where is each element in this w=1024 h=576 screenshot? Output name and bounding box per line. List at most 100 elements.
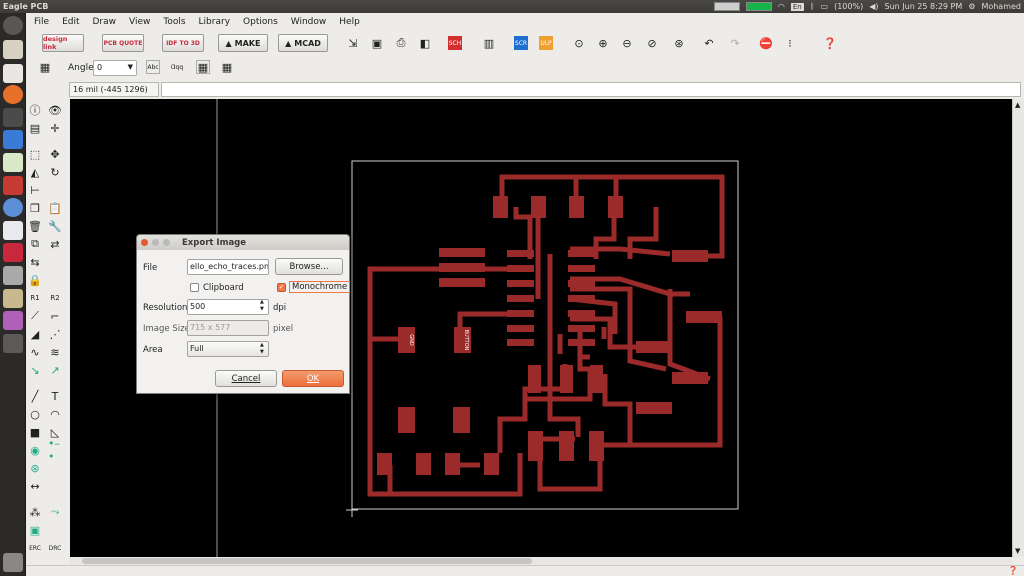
circle-icon[interactable]: ○ bbox=[30, 407, 40, 421]
idf-to-3d-button[interactable]: IDF TO 3D bbox=[162, 34, 204, 52]
command-input[interactable] bbox=[161, 82, 1021, 97]
cam-processor-icon[interactable]: ◧ bbox=[419, 36, 431, 50]
text-editor-icon[interactable] bbox=[3, 64, 23, 83]
dash-home-icon[interactable] bbox=[3, 16, 23, 35]
layout-mode-a-icon[interactable]: ▦ bbox=[196, 60, 210, 74]
rectangle-icon[interactable]: ■ bbox=[29, 425, 41, 439]
user-name[interactable]: Mohamed bbox=[981, 2, 1021, 11]
writer-icon[interactable] bbox=[3, 221, 23, 240]
pcb-quote-button[interactable]: PCB QUOTE bbox=[102, 34, 144, 52]
vscode-icon[interactable] bbox=[3, 130, 23, 149]
polygon-icon[interactable]: ◢ bbox=[30, 327, 40, 341]
scroll-thumb[interactable] bbox=[82, 558, 532, 564]
paste-icon[interactable]: 📋 bbox=[48, 201, 62, 215]
text-style-icon[interactable]: Abc bbox=[146, 60, 160, 74]
settings-gear-icon[interactable]: ⚙ bbox=[968, 2, 976, 11]
network-indicator-icon[interactable] bbox=[713, 2, 740, 11]
redo-icon[interactable]: ↷ bbox=[730, 36, 740, 50]
wire-icon[interactable]: ╱ bbox=[31, 389, 39, 403]
menu-draw[interactable]: Draw bbox=[92, 16, 117, 27]
workspace-icon[interactable] bbox=[3, 334, 23, 353]
arc-icon[interactable]: ◠ bbox=[50, 407, 60, 421]
minimize-icon[interactable] bbox=[152, 239, 159, 246]
menu-tools[interactable]: Tools bbox=[163, 16, 186, 27]
erc-icon[interactable]: ERC bbox=[29, 544, 41, 552]
script-icon[interactable]: SCR bbox=[514, 36, 528, 50]
chromium-icon[interactable] bbox=[3, 198, 23, 217]
clock[interactable]: Sun Jun 25 8:29 PM bbox=[884, 2, 963, 11]
battery-level-icon[interactable] bbox=[745, 2, 772, 11]
info-icon[interactable]: ⓘ bbox=[29, 104, 41, 117]
bluetooth-icon[interactable]: ᛒ bbox=[809, 2, 815, 11]
resolution-field[interactable]: 500 bbox=[187, 299, 269, 315]
route-icon[interactable]: ↘ bbox=[30, 363, 40, 377]
menu-help[interactable]: Help bbox=[339, 16, 360, 27]
ulp-icon[interactable]: ULP bbox=[539, 36, 553, 50]
volume-icon[interactable]: ◀) bbox=[869, 2, 879, 11]
undo-icon[interactable]: ↶ bbox=[704, 36, 714, 50]
save-icon[interactable]: ▣ bbox=[371, 36, 383, 50]
mark-icon[interactable]: ✛ bbox=[50, 121, 60, 135]
show-icon[interactable]: 👁 bbox=[48, 103, 62, 117]
menu-options[interactable]: Options bbox=[243, 16, 278, 27]
maximize-icon[interactable] bbox=[163, 239, 170, 246]
display-layers-icon[interactable]: ▤ bbox=[29, 121, 41, 135]
wifi-icon[interactable]: ◠ bbox=[777, 2, 785, 11]
swap-icon[interactable]: ⇆ bbox=[30, 255, 40, 269]
menu-window[interactable]: Window bbox=[290, 16, 327, 27]
align-icon[interactable]: ⊢ bbox=[30, 183, 40, 197]
via-icon[interactable]: ◉ bbox=[30, 443, 40, 457]
open-icon[interactable]: ⇲ bbox=[348, 36, 358, 50]
dimension-icon[interactable]: ↔ bbox=[30, 479, 40, 493]
zoom-out-icon[interactable]: ⊖ bbox=[622, 36, 632, 50]
zoom-select-icon[interactable]: ⊛ bbox=[674, 36, 684, 50]
design-link-button[interactable]: design link bbox=[42, 34, 84, 52]
webcam-icon[interactable] bbox=[3, 266, 23, 285]
make-button[interactable]: ▲MAKE bbox=[218, 34, 268, 52]
meander-icon[interactable]: ∿ bbox=[30, 345, 40, 359]
help-status-icon[interactable]: ❓ bbox=[1008, 566, 1018, 575]
menu-library[interactable]: Library bbox=[198, 16, 231, 27]
resolution-spinner-icon[interactable]: ▲▼ bbox=[260, 299, 264, 312]
clipboard-checkbox[interactable] bbox=[190, 283, 199, 292]
text-tool-icon[interactable]: T bbox=[51, 389, 59, 403]
move-icon[interactable]: ✥ bbox=[50, 147, 60, 161]
office-calc-icon[interactable] bbox=[3, 153, 23, 172]
value-icon[interactable]: R2 bbox=[50, 294, 60, 302]
scroll-down-arrow-icon[interactable]: ▼ bbox=[1015, 547, 1021, 555]
route-diff-icon[interactable]: ≋ bbox=[50, 345, 60, 359]
split-icon[interactable]: ⟋ bbox=[31, 309, 39, 322]
filezilla-icon[interactable] bbox=[3, 176, 23, 195]
select-icon[interactable]: ⬚ bbox=[29, 147, 41, 161]
close-icon[interactable] bbox=[141, 239, 148, 246]
schematic-icon[interactable]: SCH bbox=[448, 36, 462, 50]
drc-icon[interactable]: DRC bbox=[48, 544, 62, 552]
monochrome-checkbox[interactable]: ✓ bbox=[277, 283, 286, 292]
change-icon[interactable]: 🔧 bbox=[48, 219, 62, 233]
text-mirror-icon[interactable]: Ɑqq bbox=[170, 63, 184, 71]
copy-icon[interactable]: ❐ bbox=[30, 201, 40, 215]
cancel-button[interactable]: Cancel bbox=[215, 370, 277, 387]
browse-button[interactable]: Browse... bbox=[275, 258, 343, 275]
area-select[interactable]: Full bbox=[187, 341, 269, 357]
grid-icon[interactable]: ▦ bbox=[39, 60, 51, 74]
layout-mode-b-icon[interactable]: ▦ bbox=[221, 60, 233, 74]
zoom-redraw-icon[interactable]: ⊘ bbox=[647, 36, 657, 50]
group-icon[interactable]: ⧉ bbox=[31, 237, 39, 250]
horizontal-scrollbar[interactable] bbox=[70, 557, 1012, 565]
attribute-icon[interactable]: ▣ bbox=[29, 523, 41, 537]
mirror-icon[interactable]: ◭ bbox=[30, 165, 40, 179]
menu-view[interactable]: View bbox=[129, 16, 151, 27]
menu-edit[interactable]: Edit bbox=[62, 16, 80, 27]
miter-icon[interactable]: ⌐ bbox=[50, 309, 60, 323]
autorouter-icon[interactable]: ⤳ bbox=[50, 505, 60, 518]
signal-icon[interactable]: •–• bbox=[48, 437, 60, 463]
print-icon[interactable]: ⎙ bbox=[396, 36, 406, 49]
zoom-fit-icon[interactable]: ⊙ bbox=[574, 36, 584, 50]
terminal-icon[interactable] bbox=[3, 108, 23, 127]
delete-icon[interactable]: 🗑 bbox=[28, 219, 42, 233]
board-icon[interactable]: ▥ bbox=[483, 36, 495, 50]
trash-icon[interactable] bbox=[3, 553, 23, 572]
more-options-icon[interactable]: ⁝ bbox=[788, 36, 792, 50]
name-icon[interactable]: R1 bbox=[30, 294, 40, 302]
